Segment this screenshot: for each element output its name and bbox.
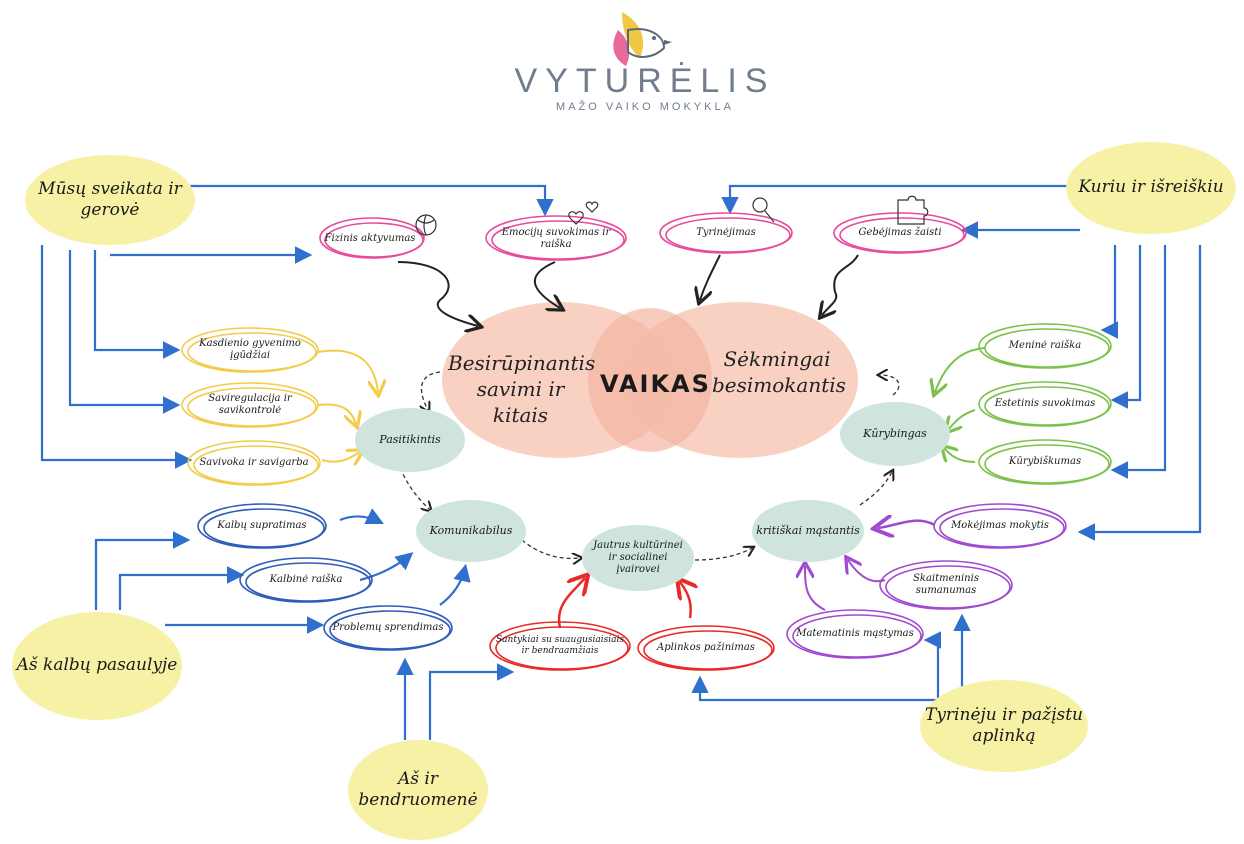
- area-links: [40, 184, 1202, 740]
- skill-saviregul: Saviregulacija ir savikontrolė: [208, 393, 292, 416]
- volleyball-icon: [415, 214, 437, 236]
- skill-kurybiskumas: Kūrybiškumas: [1008, 456, 1082, 467]
- skill-gebejimas: Gebėjimas žaisti: [858, 227, 942, 238]
- arrow-mokejimas: [878, 521, 936, 528]
- hearts-icon: [568, 201, 599, 225]
- skill-savivoka: Savivoka ir savigarba: [199, 457, 309, 468]
- area-kuriu: Kuriu ir išreiškiu: [1066, 142, 1236, 234]
- skill-skaitmeninis: Skaitmeninis sumanumas: [913, 573, 979, 596]
- skill-tyrinejimas: Tyrinėjimas: [696, 227, 756, 238]
- area-bendruomene: Aš ir bendruomenė: [348, 740, 488, 840]
- skill-mokejimas: Mokėjimas mokytis: [951, 520, 1049, 531]
- center-left-label: Besirūpinantis savimi ir kitais: [448, 351, 596, 427]
- competence-komunikabilus: Komunikabilus: [416, 500, 526, 562]
- skill-aplinkos: Aplinkos pažinimas: [657, 642, 755, 653]
- skill-kalbine: Kalbinė raiška: [269, 574, 343, 585]
- magnifier-icon: [752, 197, 775, 223]
- top-skill-arrows: [397, 254, 859, 326]
- arrow-santykiai: [557, 578, 585, 629]
- arrow-menine: [935, 347, 986, 392]
- arrow-kasdienio: [317, 349, 378, 392]
- center-overlap: [588, 308, 712, 452]
- skill-matematinis: Matematinis mąstymas: [796, 628, 914, 639]
- puzzle-icon: [897, 195, 929, 225]
- internal-dashed-arrows: [399, 372, 900, 560]
- skill-kasdienio: Kasdienio gyvenimo įgūdžiai: [199, 338, 301, 361]
- competence-jautrus: Jautrus kultūrinei ir socialinei įvairov…: [582, 525, 694, 591]
- competence-kritiskai: kritiškai mąstantis: [752, 500, 864, 562]
- center-title: VAIKAS: [600, 370, 711, 398]
- arrow-savivoka: [321, 452, 360, 462]
- logo-wordmark: VYTURĖLIS: [514, 62, 776, 100]
- skill-santykiai: Santykiai su suaugusiaisiais ir bendraam…: [496, 635, 624, 656]
- center-right-label: Sėkmingai besimokantis: [712, 347, 846, 397]
- skill-problemu: Problemų sprendimas: [332, 622, 444, 633]
- logo-bird-icon: [613, 12, 672, 66]
- area-tyrineju: Tyrinėju ir pažįstu aplinką: [920, 680, 1088, 772]
- logo-tagline: MAŽO VAIKO MOKYKLA: [556, 101, 734, 113]
- area-kalbu: Aš kalbų pasaulyje: [12, 612, 182, 720]
- skill-kalbu-supratimas: Kalbų supratimas: [217, 520, 307, 531]
- competence-kurybingas: Kūrybingas: [840, 402, 950, 466]
- skill-emociju: Emocijų suvokimas ir raiška: [501, 227, 611, 250]
- skill-ovals: [181, 212, 1112, 671]
- arrow-estetinis: [948, 409, 976, 430]
- arrow-skaitmeninis: [848, 560, 886, 583]
- skill-estetinis: Estetinis suvokimas: [994, 398, 1096, 409]
- competence-pasitikintis: Pasitikintis: [355, 408, 465, 472]
- area-sveikata: Mūsų sveikata ir gerovė: [25, 155, 195, 245]
- arrow-aplinkos: [680, 582, 691, 619]
- arrow-saviregul: [317, 403, 356, 424]
- arrow-matematinis: [805, 566, 826, 611]
- skill-menine: Meninė raiška: [1008, 340, 1082, 351]
- arrow-kurybiskumas: [944, 448, 976, 463]
- skill-fizinis: Fizinis aktyvumas: [324, 233, 416, 244]
